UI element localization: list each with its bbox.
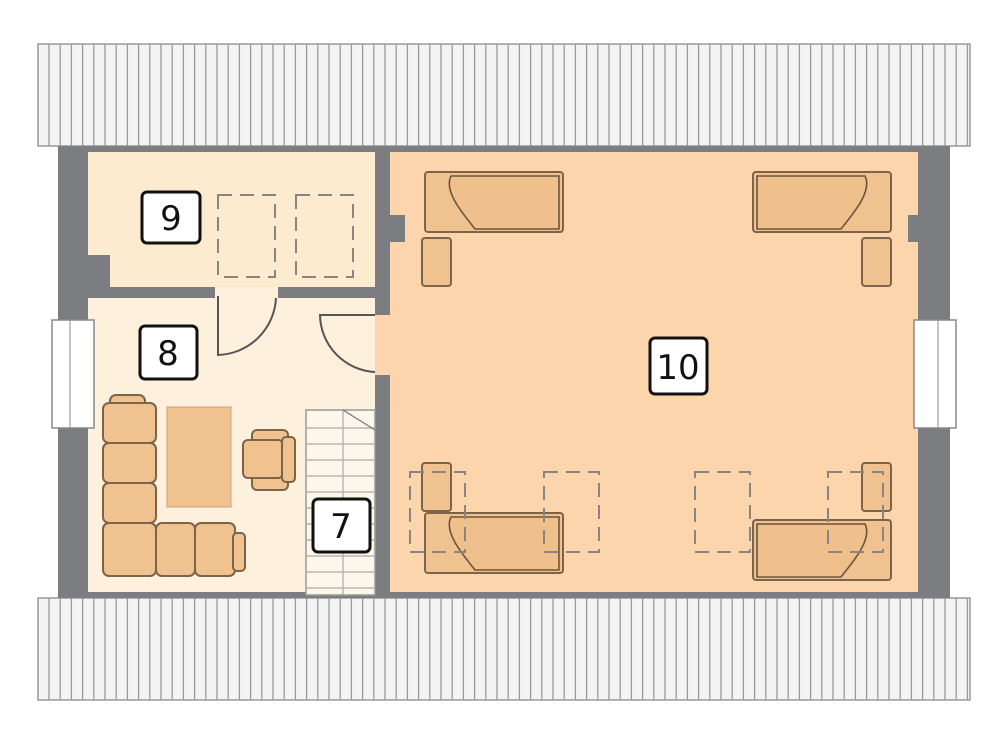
nightstand [421,237,452,287]
door-swing-9 [217,296,277,357]
room-number: 10 [656,348,699,388]
room-label-10: 10 [648,336,709,396]
roof-top [37,43,971,147]
door-swing-10 [318,314,376,373]
nightstand [861,237,892,287]
room-10-floor [375,152,918,592]
roof-bottom [37,597,971,701]
coffee-table [166,406,232,508]
bed [424,171,564,233]
room-label-7: 7 [311,497,372,554]
skylight [295,194,354,278]
bed [752,171,892,233]
skylight [217,194,276,278]
window-left [51,319,95,429]
skylight [409,471,466,553]
skylight [694,471,751,553]
nightstand [421,462,452,512]
bed [424,512,564,574]
skylight [543,471,600,553]
room-label-8: 8 [138,324,199,381]
room-number: 7 [330,507,352,547]
armchair [242,429,296,491]
room-number: 9 [160,199,182,239]
skylight [827,471,884,553]
room-label-9: 9 [140,190,202,245]
nightstand [861,462,892,512]
corner-sofa [102,394,246,577]
door-opening-9 [215,287,278,298]
room-number: 8 [157,334,179,374]
bed [752,519,892,581]
doorway [375,315,390,375]
room-9-floor [88,152,375,287]
window-right [913,319,957,429]
